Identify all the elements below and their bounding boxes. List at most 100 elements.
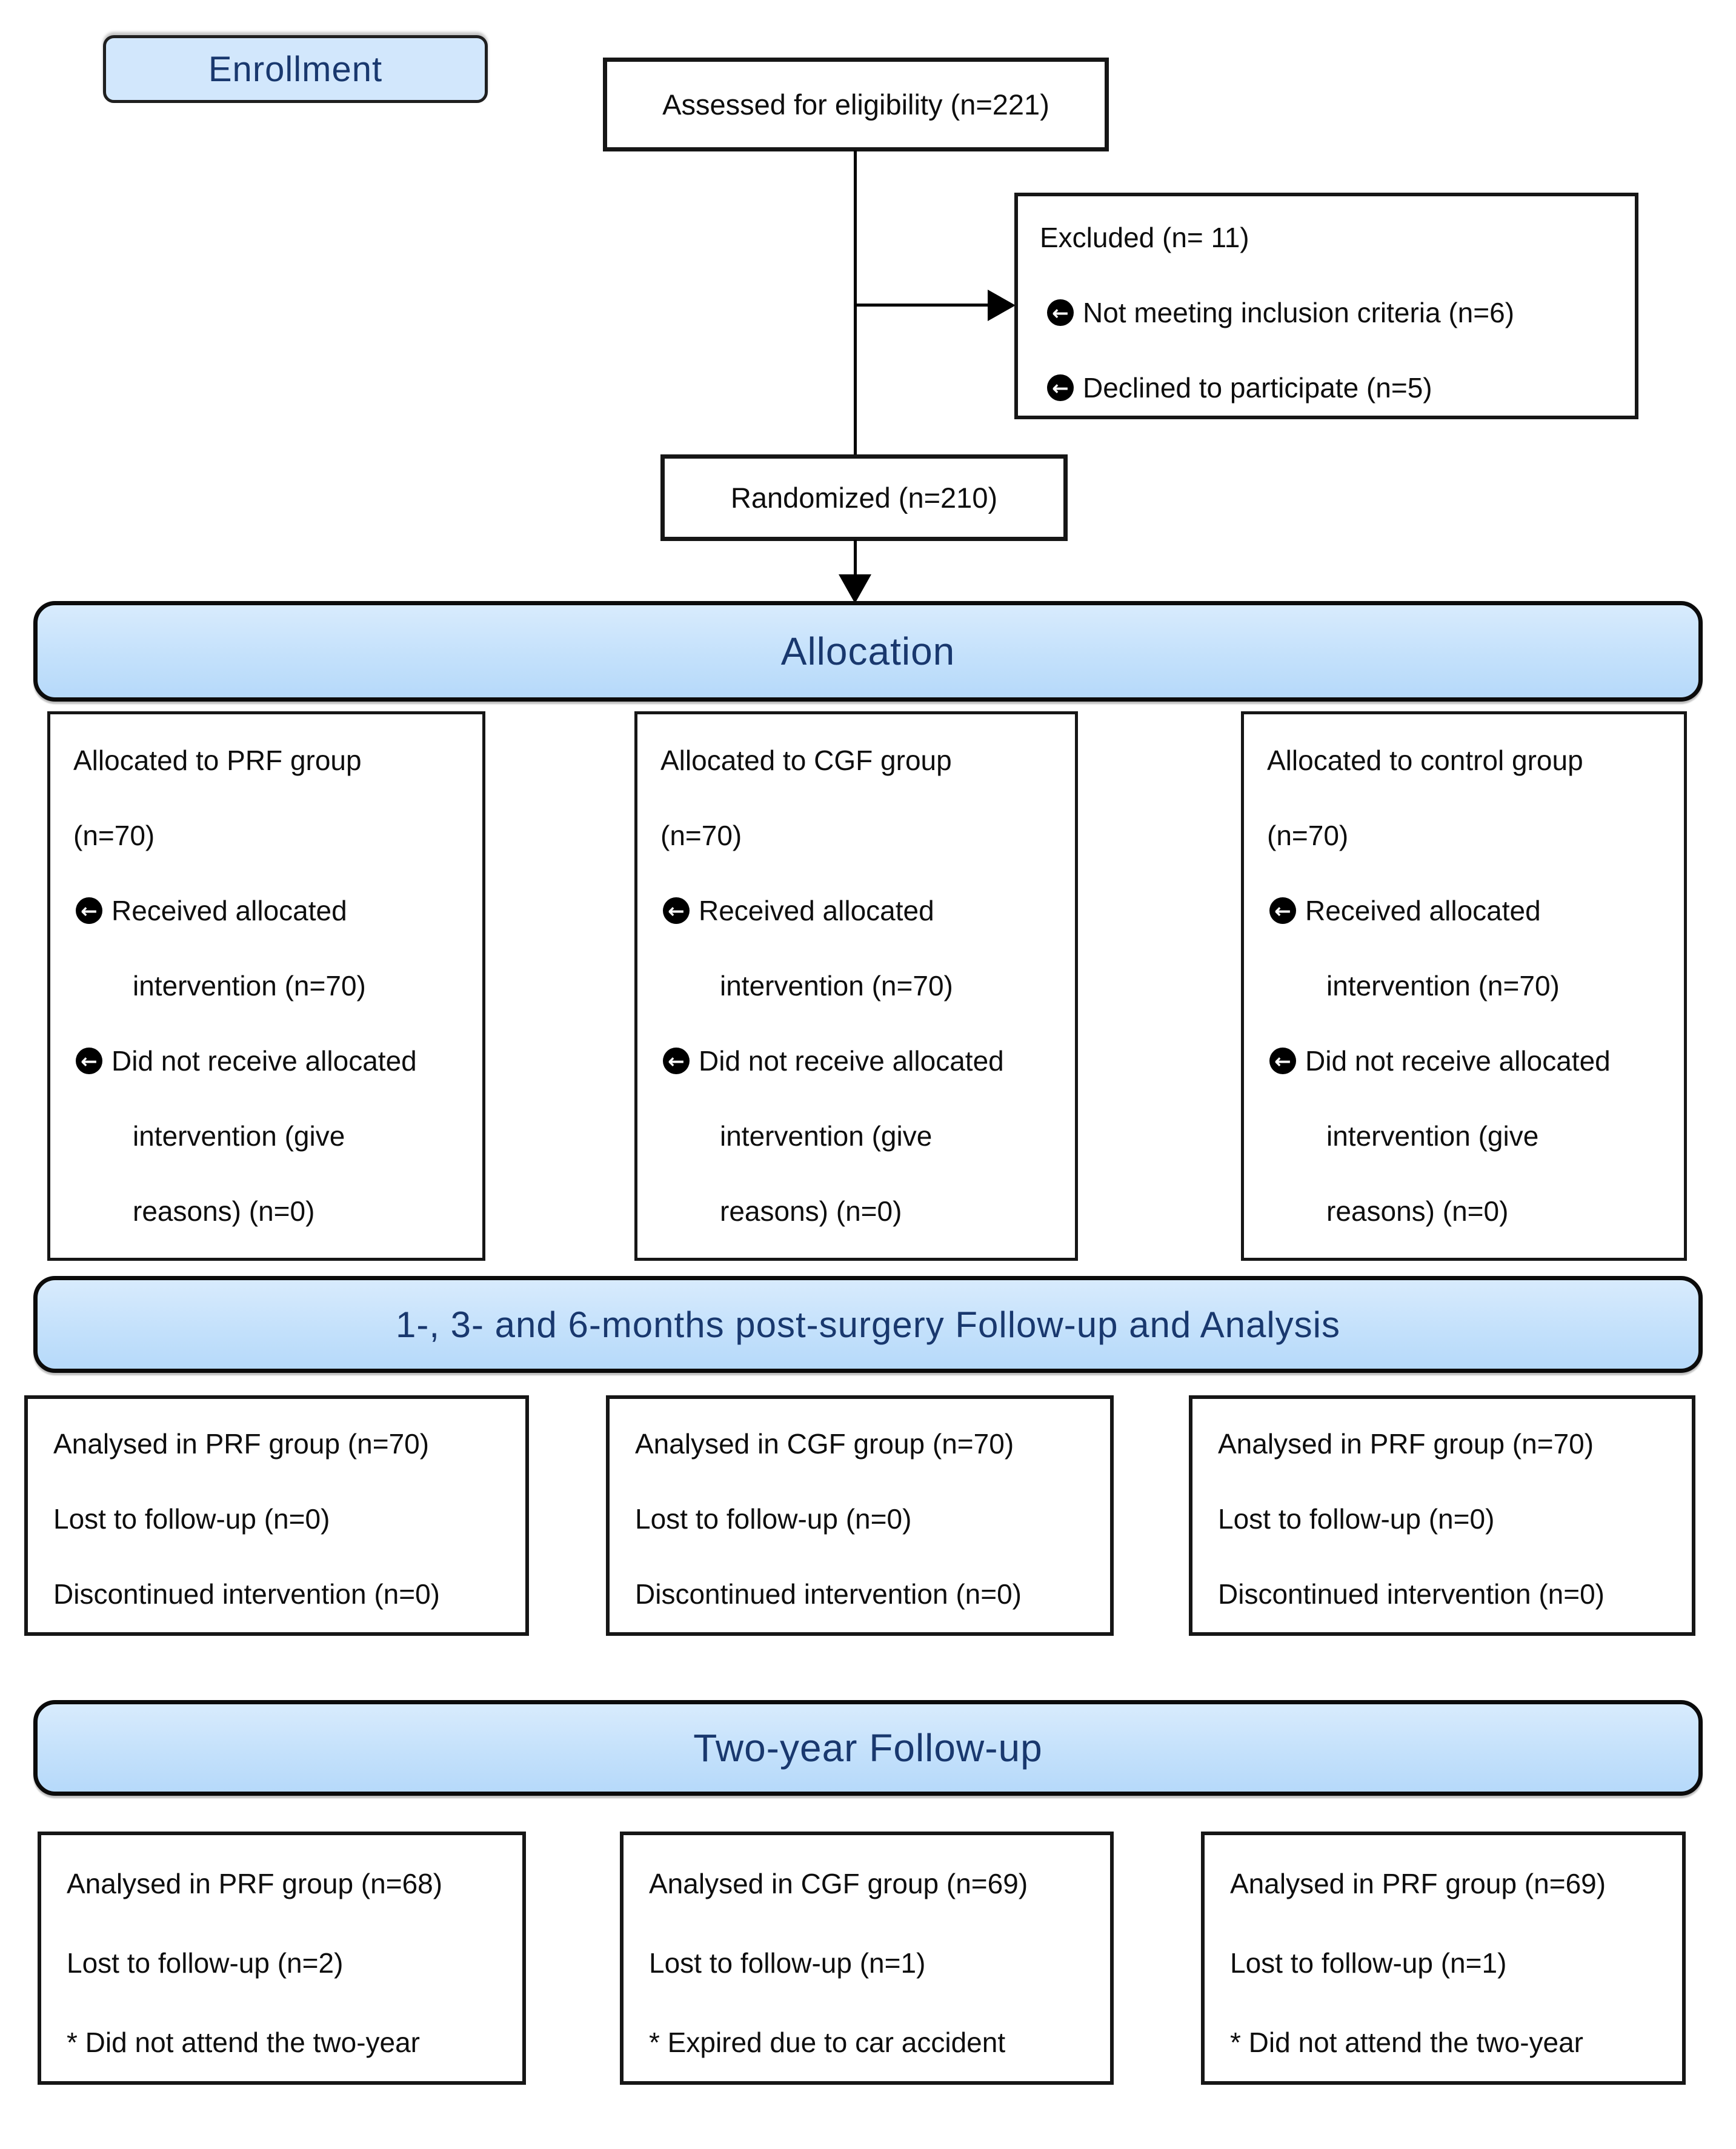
circle-left-arrow-icon: ← [1047,299,1074,326]
line-plain: Analysed in PRF group (n=69) [1205,1844,1682,1923]
line-bullet: ←Declined to participate (n=5) [1018,350,1635,425]
circle-left-arrow-icon: ← [1047,374,1074,401]
line-text: (n=70) [660,820,742,851]
line-indent: intervention (give [1244,1098,1684,1174]
twoyear-banner: Two-year Follow-up [33,1700,1703,1796]
line-bullet: ← Received allocated [50,873,482,948]
line-text: Allocated to control group [1267,745,1583,776]
line-text: intervention (n=70) [720,970,953,1001]
randomized-text: Randomized (n=210) [730,482,998,514]
circle-left-arrow-icon: ← [76,897,102,924]
line-text: intervention (n=70) [133,970,366,1001]
twoyear-banner-label: Two-year Follow-up [693,1726,1043,1770]
assessed-box: Assessed for eligibility (n=221) [603,58,1109,151]
circle-left-arrow-icon: ← [663,897,690,924]
twoyear-box-control: Analysed in PRF group (n=69) Lost to foll… [1201,1832,1686,2085]
line-text: intervention (give [133,1120,345,1152]
followup-analysis-banner-label: 1-, 3- and 6-months post-surgery Follow-… [395,1304,1341,1345]
twoyear-box-prf: Analysed in PRF group (n=68) Lost to foll… [38,1832,526,2085]
line-text: Excluded (n= 11) [1040,222,1249,253]
line-text: Not meeting inclusion criteria (n=6) [1083,297,1515,328]
circle-left-arrow-icon: ← [663,1048,690,1074]
line-text: Allocated to PRF group [73,745,362,776]
line-plain: Analysed in CGF group (n=69) [624,1844,1110,1923]
line-bullet: ← Received allocated [637,873,1075,948]
line-plain: Discontinued intervention (n=0) [28,1556,525,1632]
line-plain: * Expired due to car accident [624,2002,1110,2082]
followup-analysis-banner: 1-, 3- and 6-months post-surgery Follow-… [33,1276,1703,1373]
line-plain: (n=70) [1244,798,1684,873]
enrollment-label: Enrollment [208,49,383,89]
line-text: Analysed in PRF group (n=69) [1230,1867,1606,1899]
line-text: intervention (give [720,1120,933,1152]
allocation-box-prf: Allocated to PRF group (n=70) ← Received al… [47,711,485,1261]
line-text: Lost to follow-up (n=1) [1230,1947,1507,1979]
line-text: Did not receive allocated [699,1045,1004,1077]
circle-left-arrow-icon: ← [76,1048,102,1074]
line-plain: Discontinued intervention (n=0) [1192,1556,1692,1632]
analysis-box-control: Analysed in PRF group (n=70) Lost to foll… [1189,1395,1695,1636]
arrowhead-allocation [839,574,871,603]
line-plain: Analysed in PRF group (n=68) [41,1844,522,1923]
line-bullet: ← Did not receive allocated [637,1023,1075,1098]
line-plain: Lost to follow-up (n=1) [1205,1923,1682,2002]
line-text: Received allocated [699,895,934,926]
analysis-box-cgf: Analysed in CGF group (n=70) Lost to foll… [606,1395,1114,1636]
line-text: Received allocated [111,895,347,926]
line-text: reasons) (n=0) [133,1195,315,1227]
line-text: Did not receive allocated [111,1045,417,1077]
line-text: reasons) (n=0) [1326,1195,1509,1227]
allocation-banner: Allocation [33,601,1703,702]
line-text: Analysed in PRF group (n=68) [67,1867,443,1899]
connector-branch-to-excluded [854,304,989,307]
excluded-box: Excluded (n= 11) ← Not meeting inclusion c… [1014,193,1638,419]
line-text: Did not receive allocated [1305,1045,1611,1077]
line-bullet: ← Not meeting inclusion criteria (n=6) [1018,275,1635,350]
line-text: Lost to follow-up (n=0) [635,1503,912,1535]
line-text: Analysed in PRF group (n=70) [1218,1428,1594,1460]
line-text: Discontinued intervention (n=0) [53,1578,440,1610]
line-plain: Analysed in PRF group (n=70) [28,1406,525,1481]
line-text: Analysed in PRF group (n=70) [53,1428,430,1460]
line-plain: Lost to follow-up (n=0) [1192,1481,1692,1556]
connector-randomized-to-allocation [854,540,857,576]
line-plain: Allocated to PRF group [50,723,482,798]
line-text: reasons) (n=0) [720,1195,902,1227]
line-plain: (n=70) [50,798,482,873]
line-text: * Expired due to car accident [649,2026,1006,2058]
randomized-box: Randomized (n=210) [660,454,1068,541]
line-indent: intervention (n=70) [637,948,1075,1023]
line-text: Lost to follow-up (n=1) [649,1947,926,1979]
line-plain: * Did not attend the two-year [41,2002,522,2082]
line-indent: intervention (give [50,1098,482,1174]
line-text: Discontinued intervention (n=0) [635,1578,1022,1610]
line-text: * Did not attend the two-year [67,2026,420,2058]
circle-left-arrow-icon: ← [1269,1048,1296,1074]
line-text: Lost to follow-up (n=0) [53,1503,330,1535]
line-text: intervention (give [1326,1120,1539,1152]
enrollment-banner: Enrollment [103,35,488,103]
line-plain: Lost to follow-up (n=0) [28,1481,525,1556]
line-indent: reasons) (n=0) [1244,1174,1684,1249]
line-indent: reasons) (n=0) [50,1174,482,1249]
line-plain: Analysed in CGF group (n=70) [610,1406,1110,1481]
line-text: Lost to follow-up (n=2) [67,1947,344,1979]
assessed-text: Assessed for eligibility (n=221) [662,88,1049,121]
analysis-box-prf: Analysed in PRF group (n=70) Lost to foll… [24,1395,529,1636]
line-text: (n=70) [1267,820,1349,851]
line-text: Discontinued intervention (n=0) [1218,1578,1605,1610]
line-indent: intervention (give [637,1098,1075,1174]
allocation-box-control: Allocated to control group (n=70) ← Receive… [1241,711,1687,1261]
line-plain: * Did not attend the two-year [1205,2002,1682,2082]
line-bullet: ← Did not receive allocated [1244,1023,1684,1098]
line-plain: (n=70) [637,798,1075,873]
line-plain: Analysed in PRF group (n=70) [1192,1406,1692,1481]
line-bullet: ← Did not receive allocated [50,1023,482,1098]
connector-assessed-to-randomized [854,150,857,454]
line-text: Analysed in CGF group (n=69) [649,1867,1028,1899]
line-text: Received allocated [1305,895,1541,926]
line-indent: intervention (n=70) [50,948,482,1023]
arrowhead-excluded [988,290,1016,321]
allocation-banner-label: Allocation [780,629,956,673]
twoyear-box-cgf: Analysed in CGF group (n=69) Lost to foll… [620,1832,1114,2085]
